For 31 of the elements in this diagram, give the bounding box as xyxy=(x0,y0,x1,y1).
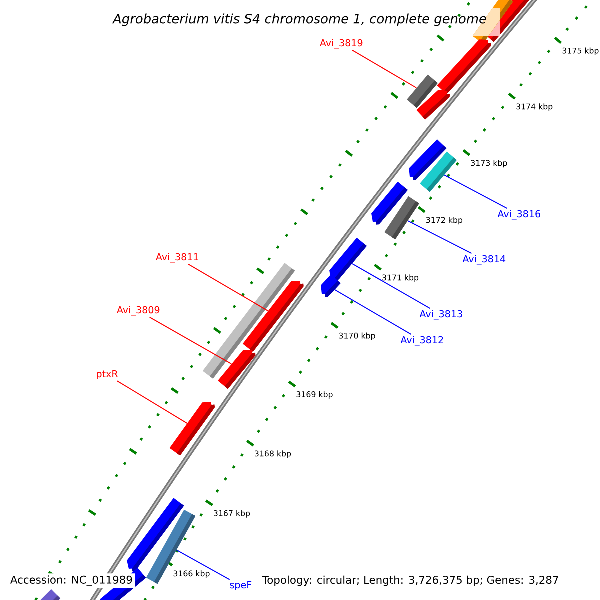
gene-label: Avi_3813 xyxy=(420,310,462,320)
leader-line xyxy=(408,220,472,254)
leader-line xyxy=(116,380,188,424)
gene-block xyxy=(146,510,196,584)
gene-label: ptxR xyxy=(97,370,118,380)
leader-line xyxy=(352,263,431,310)
leader-line xyxy=(176,550,230,580)
gene-block xyxy=(384,196,420,240)
leader-line xyxy=(352,50,418,88)
gene-label: Avi_3814 xyxy=(462,255,506,265)
gene-label: Avi_3819 xyxy=(320,39,363,49)
gene-block xyxy=(39,589,61,600)
genome-info-text: Topology: circular; Length: 3,726,375 bp; Genes: 3,287 xyxy=(260,574,562,588)
gene-block xyxy=(218,350,256,390)
leader-line xyxy=(149,316,232,365)
leader-line xyxy=(188,264,269,312)
gene-label: Avi_3812 xyxy=(400,336,444,346)
gene-label: Avi_3809 xyxy=(116,306,160,316)
gene-block xyxy=(170,402,216,456)
gene-block xyxy=(420,152,457,192)
accession-text: Accession: NC_011989 xyxy=(8,574,136,588)
gene-block xyxy=(437,40,492,94)
gene-block xyxy=(330,238,367,282)
title: Agrobacterium vitis S4 chromosome 1, complete genome xyxy=(112,14,486,26)
gene-label: speF xyxy=(230,582,252,590)
gene-block xyxy=(321,274,341,298)
gene-label: Avi_3816 xyxy=(498,210,540,220)
gene-block xyxy=(416,90,450,120)
gene-label: Avi_3811 xyxy=(156,253,198,263)
leader-line xyxy=(444,174,508,210)
leader-line xyxy=(334,289,412,336)
